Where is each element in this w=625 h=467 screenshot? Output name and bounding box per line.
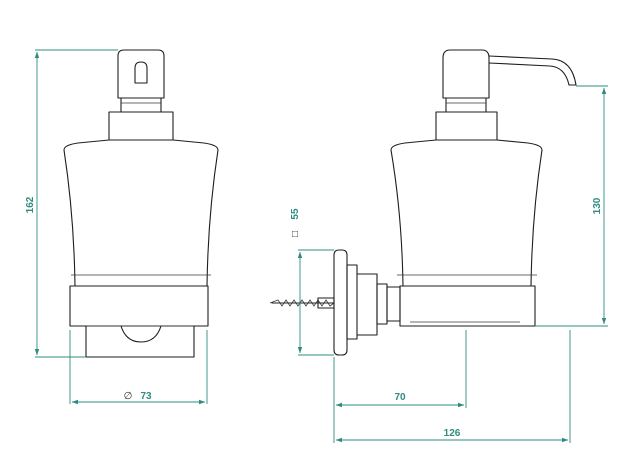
label-plate-size: 55 [290,208,301,220]
side-pump-collar [445,97,487,113]
wall-screw [269,297,335,309]
label-diameter-symbol: ∅ [124,391,133,402]
front-base-dome [120,325,162,343]
front-pump-nozzle-slot [134,61,148,84]
label-wall-to-center: 70 [394,392,406,403]
front-holder-ring [69,285,209,327]
label-diameter: 73 [140,391,152,402]
label-plate-symbol: □ [290,231,301,237]
front-pump-collar [120,97,162,113]
wall-plate [333,249,348,356]
front-bottle-neck [108,111,174,141]
support-arm-connector [386,286,401,322]
side-pump-spout [488,55,577,86]
wall-plate-cover [346,264,358,340]
label-total-height: 162 [25,196,36,213]
support-arm-joint [376,283,388,325]
label-dispenser-height: 130 [592,197,603,214]
front-view [63,49,219,358]
side-view [269,49,577,356]
side-glass-body [390,139,543,287]
support-arm [356,273,378,336]
side-bottle-neck [435,111,498,141]
dimension-lines [34,49,608,443]
side-pump-head [442,49,490,99]
side-holder-ring [399,285,536,327]
dimension-labels: 162 ∅ 73 □ 55 70 126 130 [25,196,603,439]
front-pump-cap [117,49,165,99]
label-total-projection: 126 [444,428,461,439]
front-glass-body [63,139,219,287]
front-base-cup [85,325,195,358]
